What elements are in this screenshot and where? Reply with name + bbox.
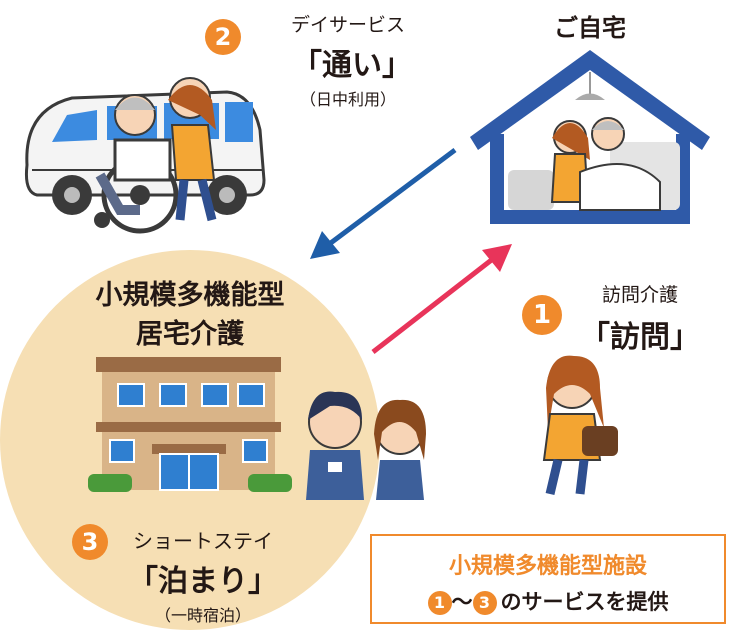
service2-line1: デイサービス: [290, 14, 405, 36]
staff-illustration: [306, 391, 426, 500]
arrow-facility-to-home: [371, 244, 512, 354]
info-box-title: 小規模多機能型施設: [448, 554, 647, 579]
center-line2: 居宅介護: [136, 319, 244, 350]
home-title: ご自宅: [554, 14, 626, 42]
house-icon: [470, 50, 710, 224]
arrow-home-to-facility: [310, 147, 457, 259]
service1-line1: 訪問介護: [601, 284, 678, 306]
wheelchair-caregiver-illustration: [94, 77, 217, 234]
info-box-to-badge: 3: [472, 591, 497, 615]
service2-sub: （日中利用）: [299, 90, 396, 109]
center-line1: 小規模多機能型: [95, 280, 285, 311]
info-box-from-badge: 1: [427, 591, 452, 615]
facility-building-icon: [88, 357, 292, 492]
service2-number-badge: 2: [205, 19, 241, 55]
service1-title: 「訪問」: [580, 320, 700, 355]
service1-number-badge: 1: [522, 295, 562, 335]
service3-sub: （一時宿泊）: [154, 606, 251, 625]
service3-line1: ショートステイ: [133, 529, 273, 553]
service2-title: 「通い」: [292, 48, 412, 83]
info-box-text: のサービスを提供: [500, 590, 669, 614]
info-box-tilde: 〜: [451, 590, 473, 614]
service3-number-badge: 3: [72, 524, 108, 560]
service3-title: 「泊まり」: [128, 564, 278, 599]
home-visit-caregiver-illustration: [542, 355, 618, 496]
